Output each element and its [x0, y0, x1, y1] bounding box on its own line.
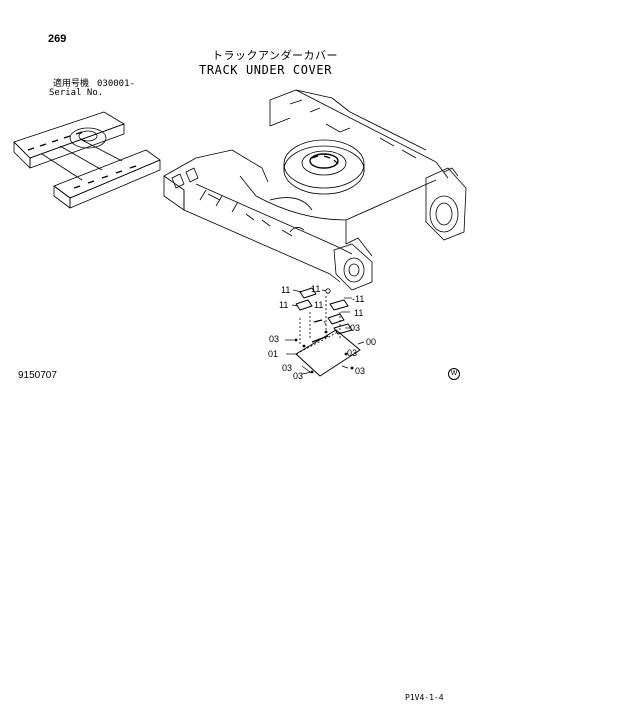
callout-11: -11	[352, 294, 364, 304]
under-cover-parts-drawing	[295, 287, 361, 377]
track-frame-drawing	[163, 89, 467, 291]
callout-11: 11	[314, 300, 323, 310]
serial-label-japanese: 適用号機	[53, 79, 90, 89]
callout-11: 11	[311, 284, 320, 294]
callout-03: 03	[269, 334, 279, 344]
watermark-symbol: W	[448, 368, 460, 380]
callout-03: 03	[282, 363, 292, 373]
page-number: 269	[48, 33, 67, 45]
overview-tracks-drawing	[13, 111, 161, 209]
callout-03: 03	[293, 371, 303, 381]
callout-03: 03	[355, 366, 365, 376]
leader-lines	[285, 289, 365, 375]
callout-11: 11	[279, 300, 288, 310]
footer-code: P1V4-1-4	[405, 693, 444, 702]
serial-value: 030001-	[97, 79, 135, 89]
callout-03: 03	[350, 323, 360, 333]
callout-11: 11	[281, 285, 290, 295]
callout-11: 11	[354, 308, 363, 318]
serial-label-english: Serial No.	[49, 88, 104, 98]
title-japanese: トラックアンダーカバー	[212, 49, 339, 62]
callout-00: 00	[366, 337, 376, 347]
callout-03: 03	[347, 348, 357, 358]
fastener-dots	[294, 330, 354, 374]
title-english: TRACK UNDER COVER	[199, 63, 333, 77]
callout-01: 01	[268, 349, 278, 359]
figure-code: 9150707	[18, 370, 57, 381]
